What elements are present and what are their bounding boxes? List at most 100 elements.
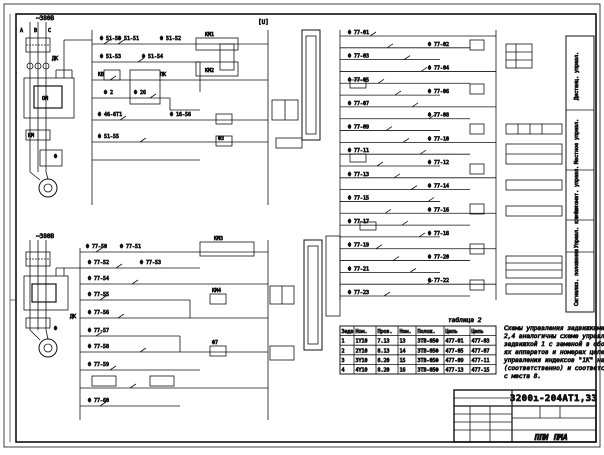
- svg-text:КМ: КМ: [28, 133, 34, 139]
- right-circuit-label: Ф 77-02: [428, 42, 449, 48]
- lower-voltage-tag: ~380В: [36, 233, 54, 240]
- right-circuit-label: Ф 77-07: [348, 101, 369, 107]
- table-cell: 8.20: [378, 368, 390, 374]
- svg-text:Ф 77-53: Ф 77-53: [140, 260, 161, 266]
- table-cell: 477-05: [446, 348, 464, 354]
- lower-control-circuit: Ф 77-50 Ф 77-51 КМ3 Ф 77-52 Ф 77-53 Ф 77…: [79, 236, 269, 420]
- lower-power-circuit: ~380В ДК Ф: [23, 233, 80, 358]
- svg-text:Ф: Ф: [54, 154, 57, 160]
- note-line: с места 8.: [504, 373, 541, 380]
- svg-text:Ф 51-52: Ф 51-52: [160, 36, 181, 42]
- table-cell: 3: [342, 358, 345, 364]
- svg-text:Ф 26: Ф 26: [134, 90, 146, 96]
- svg-text:ОМ: ОМ: [42, 96, 48, 102]
- right-circuit-label: Ф 77-01: [348, 30, 369, 36]
- side-label-auto: Автомат. управл.: [574, 166, 580, 214]
- right-circuit-label: Ф 77-04: [428, 65, 449, 71]
- table-cell: 477-15: [472, 368, 490, 374]
- sheet-corner-mark: [U]: [258, 19, 269, 26]
- upper-control-circuit: Ф 51-50 Ф 51-51 Ф 51-52 КМ1 Ф 51-53 Ф 51…: [91, 19, 269, 205]
- svg-text:Ф 77-58: Ф 77-58: [88, 344, 109, 350]
- drawing-note: Схемы управления задвижками 2,2,4 аналог…: [503, 325, 604, 381]
- side-label-remote: Дистанц. управл.: [574, 52, 580, 100]
- svg-text:С: С: [48, 28, 51, 34]
- table-cell: 14: [400, 348, 406, 354]
- table-cell: 8.13: [378, 348, 390, 354]
- svg-text:Ф 77-57: Ф 77-57: [88, 328, 109, 334]
- inner-frame: [15, 13, 597, 443]
- svg-text:КМ3: КМ3: [214, 236, 223, 242]
- drawing-code: 3200ı-204АТ1,33: [510, 394, 597, 404]
- svg-text:А: А: [20, 28, 23, 34]
- svg-text:Ф3: Ф3: [218, 136, 224, 142]
- svg-text:КМ1: КМ1: [205, 32, 214, 38]
- table-cell: 2: [342, 348, 345, 354]
- note-line: (соответственно) и соответственно: [504, 365, 604, 372]
- right-circuit-label: Ф 77-10: [428, 136, 449, 142]
- svg-text:Ф 77-52: Ф 77-52: [88, 260, 109, 266]
- table-cell: 477-13: [446, 368, 464, 374]
- svg-text:КМ2: КМ2: [205, 68, 214, 74]
- svg-text:ДК: ДК: [70, 314, 76, 320]
- right-circuit-label: Ф 77-21: [348, 266, 369, 272]
- table-header-cell: Задв: [342, 329, 354, 335]
- right-side-label-column: Дистанц. управл. Местное управл. Автомат…: [565, 35, 595, 313]
- svg-text:Ф 46-6Т1: Ф 46-6Т1: [98, 112, 122, 118]
- upper-terminal-boxes: [271, 29, 321, 149]
- table-cell: ЗТВ-05Ф: [418, 339, 439, 345]
- table-cell: 3Y10: [356, 358, 368, 364]
- svg-text:Ф 51-53: Ф 51-53: [100, 54, 121, 60]
- table-header-cell: Ном.: [400, 329, 412, 335]
- title-block: 3200ı-204АТ1,33 ППИ ПМА: [453, 389, 597, 443]
- svg-text:КВ: КВ: [98, 72, 104, 78]
- table-cell: ЗТВ-05Ф: [418, 368, 439, 374]
- right-circuit-label: Ф 77-11: [348, 148, 369, 154]
- right-circuit-label: Ф 77-03: [348, 54, 369, 60]
- note-line: управления индексов "1К" на "2К", "4К";: [503, 357, 604, 364]
- right-circuit-label: Ф 77-17: [348, 219, 369, 225]
- outer-border: [3, 3, 601, 448]
- lower-terminal-boxes: [269, 235, 341, 361]
- svg-text:ДК: ДК: [52, 56, 58, 62]
- right-circuit-label: Ф 77-15: [348, 195, 369, 201]
- note-line: 2,4 аналогичны схеме управления: [504, 333, 604, 340]
- table-cell: 477-07: [472, 348, 490, 354]
- right-circuit-label: Ф 77-06: [428, 89, 449, 95]
- table-cell: 477-03: [472, 339, 490, 345]
- table-cell: 1Y10: [356, 339, 368, 345]
- right-circuit-label: Ф 77-19: [348, 243, 369, 249]
- right-circuit-label: Ф 77-13: [348, 172, 369, 178]
- svg-text:Ф 77-56: Ф 77-56: [88, 310, 109, 316]
- right-circuit-label: Ф 77-09: [348, 125, 369, 131]
- table-cell: 1: [342, 339, 345, 345]
- table-cell: 2Y10: [356, 348, 368, 354]
- table-cell: 13: [400, 339, 406, 345]
- svg-text:Ф 77-60: Ф 77-60: [88, 398, 109, 404]
- svg-text:Ф 51-54: Ф 51-54: [142, 54, 163, 60]
- table-header-cell: Полож.: [418, 329, 436, 335]
- upper-voltage-tag: ~380В: [36, 15, 54, 22]
- svg-text:Ф 77-54: Ф 77-54: [88, 276, 109, 282]
- table-header-cell: Пров.: [378, 329, 393, 335]
- table-cell: 4Y10: [356, 368, 368, 374]
- right-circuit-label: Ф 77-16: [428, 207, 449, 213]
- table-header-cell: Ном.: [356, 329, 368, 335]
- organization-stamp: ППИ ПМА: [534, 433, 568, 442]
- table-cell: 477-01: [446, 339, 464, 345]
- table-cell: 4: [342, 368, 345, 374]
- table-title: таблица 2: [448, 316, 482, 324]
- table-header-cell: Цепь: [446, 329, 458, 335]
- svg-text:Ф: Ф: [54, 326, 57, 332]
- svg-text:Ф 77-55: Ф 77-55: [88, 292, 109, 298]
- svg-text:ПК: ПК: [160, 72, 166, 78]
- right-circuit-label: Ф 77-23: [348, 290, 369, 296]
- cable-table: таблица 2 Задв 1 2 3 4 Ном. 1Y10 2Y10 3Y10 4Y10 Пр…: [339, 316, 497, 375]
- svg-text:Ф 16-56: Ф 16-56: [170, 112, 191, 118]
- right-circuit-label: Ф 77-14: [428, 184, 449, 190]
- svg-text:КМ4: КМ4: [212, 288, 221, 294]
- table-cell: 477-11: [472, 358, 490, 364]
- right-circuit-label: Ф 77-18: [428, 231, 449, 237]
- svg-text:Ф 51-51: Ф 51-51: [118, 36, 139, 42]
